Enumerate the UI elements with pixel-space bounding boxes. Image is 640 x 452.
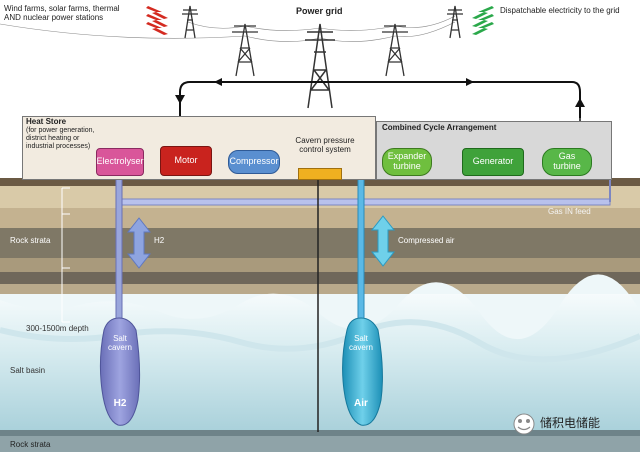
heat-store-title: Heat Store bbox=[26, 117, 67, 126]
compressed-air-arrow bbox=[370, 215, 396, 267]
electricity-out-arrows bbox=[472, 6, 494, 35]
pylon-icon bbox=[232, 23, 258, 77]
air-cavern-line-2: cavern bbox=[348, 343, 373, 353]
watermark-logo-icon bbox=[513, 413, 535, 435]
air-cavern-line-1: Salt bbox=[354, 334, 368, 343]
power-grid-label: Power grid bbox=[296, 6, 343, 16]
compressed-air-label: Compressed air bbox=[398, 236, 455, 245]
heat-store-desc-2: district heating or bbox=[26, 135, 80, 143]
gas-feed-label: Gas IN feed bbox=[548, 207, 591, 216]
gas-turbine-line-1: Gas bbox=[558, 151, 576, 162]
h2-cavern-gas: H2 bbox=[113, 398, 127, 409]
pylon-icon bbox=[182, 5, 198, 39]
ground-surface bbox=[0, 178, 640, 186]
dispatchable-label: Dispatchable electricity to the grid bbox=[500, 6, 620, 15]
rock-strata-bottom-label: Rock strata bbox=[10, 440, 51, 449]
sources-label: Wind farms, solar farms, thermal AND nuc… bbox=[4, 4, 144, 22]
h2-flow-label: H2 bbox=[154, 236, 165, 245]
sources-line-2: AND nuclear power stations bbox=[4, 13, 104, 23]
cavern-pressure-line-1: Cavern pressure bbox=[295, 136, 355, 145]
cavern-pressure-label: Cavern pressure control system bbox=[290, 136, 360, 154]
heat-store-desc: (for power generation, district heating … bbox=[26, 127, 126, 151]
air-cavern-label: Salt cavern bbox=[347, 334, 375, 352]
electrolyser-unit: Electrolyser bbox=[96, 148, 144, 176]
h2-pipe bbox=[115, 177, 123, 339]
generator-unit: Generator bbox=[462, 148, 524, 176]
h2-cavern-line-2: cavern bbox=[107, 343, 132, 353]
expander-turbine-unit: Expander turbine bbox=[382, 148, 432, 176]
pylon-icon bbox=[305, 23, 335, 109]
salt-basin-label: Salt basin bbox=[10, 366, 46, 375]
cavern-pressure-line-2: control system bbox=[299, 145, 351, 155]
h2-flow-arrow bbox=[126, 217, 152, 269]
air-pipe bbox=[357, 169, 365, 337]
h2-cavern-label: Salt cavern bbox=[106, 334, 134, 352]
pylon-icon bbox=[447, 5, 463, 39]
h2-salt-cavern bbox=[99, 317, 141, 426]
motor-unit: Motor bbox=[160, 146, 212, 176]
electricity-in-arrows bbox=[146, 6, 168, 35]
combined-cycle-title: Combined Cycle Arrangement bbox=[382, 123, 497, 132]
pylon-icon bbox=[382, 23, 408, 77]
sources-line-1: Wind farms, solar farms, thermal bbox=[4, 4, 120, 13]
air-salt-cavern bbox=[342, 317, 383, 426]
heat-store-desc-1: (for power generation, bbox=[26, 127, 95, 134]
depth-label: 300-1500m depth bbox=[26, 324, 89, 333]
h2-cavern-line-1: Salt bbox=[113, 334, 127, 343]
gas-turbine-line-2: turbine bbox=[553, 161, 581, 171]
watermark-text: 储积电储能 bbox=[540, 416, 601, 430]
heat-store-desc-3: industrial processes) bbox=[26, 143, 91, 151]
expander-line-1: Expander bbox=[387, 151, 427, 162]
rock-strata-top-label: Rock strata bbox=[10, 236, 51, 245]
cavern-pressure-control-unit bbox=[298, 168, 342, 180]
compressor-unit: Compressor bbox=[228, 150, 280, 174]
air-cavern-gas: Air bbox=[354, 398, 368, 409]
expander-line-2: turbine bbox=[393, 161, 421, 171]
gas-turbine-unit: Gas turbine bbox=[542, 148, 592, 176]
